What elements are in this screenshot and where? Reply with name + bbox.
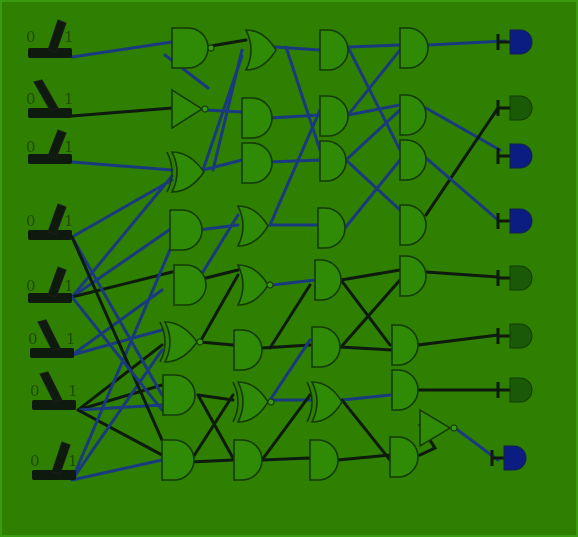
and-gate [161,439,195,481]
and-gate [399,139,427,181]
xnor-gate [159,321,204,363]
led-lit-icon [503,445,527,471]
and-gate [309,439,339,481]
led-unlit-icon [509,95,533,121]
led-lit-icon [509,143,533,169]
and-gate [391,369,419,411]
toggle-switch[interactable]: 0 1 [26,129,74,164]
switch-on-label: 1 [68,452,78,470]
switch-off-label: 0 [28,330,38,348]
led-lit-icon [509,29,533,55]
xor-gate [166,151,205,193]
and-gate [314,259,342,301]
and-gate [241,142,273,184]
output-led [496,29,533,55]
or-gate [236,205,269,247]
and-gate [241,97,273,139]
and-gate [233,439,263,481]
output-leds [490,29,533,471]
and-gate [311,326,341,368]
switch-off-label: 0 [26,28,36,46]
and-gate [317,207,346,249]
and-gate [391,324,419,366]
switch-off-label: 0 [30,452,40,470]
switch-off-label: 0 [30,382,40,400]
toggle-switch[interactable]: 0 1 [26,19,74,58]
switch-on-label: 1 [64,212,74,230]
toggle-switch[interactable]: 0 1 [30,441,78,480]
led-unlit-icon [509,377,533,403]
toggle-switch[interactable]: 0 1 [26,79,74,118]
output-led [496,323,533,349]
toggle-switch[interactable]: 0 1 [26,266,74,303]
and-gate [399,255,427,297]
or-gate [244,29,277,71]
and-gate [389,436,419,478]
switch-on-label: 1 [68,382,78,400]
not-gate [171,88,209,130]
logic-gates [159,27,458,481]
and-gate [399,204,427,246]
led-unlit-icon [509,323,533,349]
switch-on-label: 1 [64,28,74,46]
output-led [490,445,527,471]
led-lit-icon [509,208,533,234]
xnor-gate [232,381,275,423]
output-led [496,377,533,403]
nand-gate [171,27,215,69]
output-led [496,95,533,121]
led-unlit-icon [509,265,533,291]
toggle-switch[interactable]: 0 1 [26,203,74,240]
output-led [496,143,533,169]
wires [70,38,507,482]
switch-off-label: 0 [26,212,36,230]
toggle-switch[interactable]: 0 1 [28,319,76,358]
switch-on-label: 1 [64,138,74,156]
switch-off-label: 0 [26,277,36,295]
and-gate [399,27,429,69]
output-led [496,265,533,291]
and-gate [233,329,263,371]
and-gate [173,264,207,306]
and-gate [399,94,427,136]
toggle-switch[interactable]: 0 1 [30,371,78,410]
and-gate [169,209,203,251]
and-gate [162,374,196,416]
switch-on-label: 1 [64,90,74,108]
and-gate [319,29,349,71]
and-gate [319,140,347,182]
nor-gate [236,264,274,306]
output-led [496,208,533,234]
xor-gate [306,381,343,423]
and-gate [319,95,349,137]
switch-on-label: 1 [64,277,74,295]
switch-off-label: 0 [26,90,36,108]
switch-off-label: 0 [26,138,36,156]
input-switches: 0 1 0 1 0 1 0 1 0 1 [26,19,78,480]
not-gate [419,408,458,448]
switch-on-label: 1 [66,330,76,348]
